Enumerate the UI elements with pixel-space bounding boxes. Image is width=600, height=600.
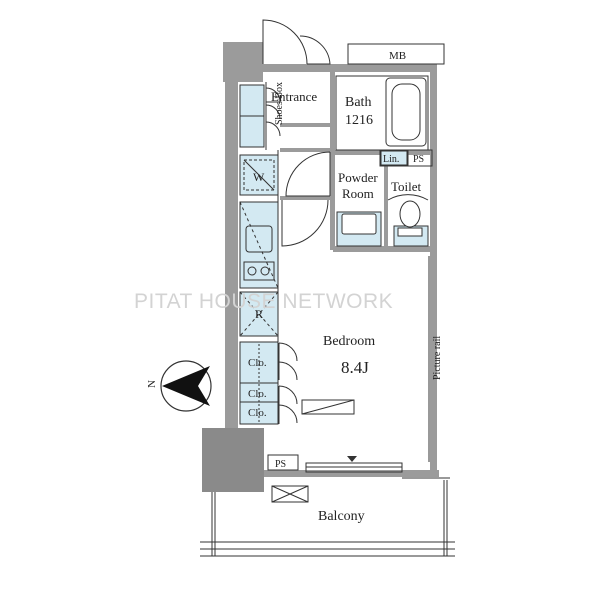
label-ps-bottom: PS [275,459,286,470]
fixture-labels: Shoes Box W R Clo. Clo. Clo. Lin. PS PS … [248,50,443,470]
compass-needle [162,366,210,386]
label-refrigerator: R [255,307,263,321]
wall-top [333,64,433,72]
sink-basin [245,225,273,253]
wall-left-column [223,42,263,82]
compass-needle-tail [162,386,210,406]
label-ps-top: PS [413,154,424,165]
bedroom-door-swing [281,199,329,247]
mb-box [347,43,445,65]
ps-box-bottom [267,454,299,471]
doors [262,19,429,424]
label-washer: W [253,170,265,184]
closet-door-swing-4 [278,404,298,424]
powder-door-swing [285,151,331,197]
label-linen: Lin. [383,154,399,165]
wall-wet-left [330,72,335,250]
wall-pier [202,428,264,492]
shoes-door-swing-2 [265,104,281,120]
kitchen-dash-1 [239,201,279,289]
label-bedroom-size: 8.4J [341,358,369,377]
ps-fill-top [380,150,408,166]
label-bedroom: Bedroom [323,334,375,349]
label-entrance: Entrance [271,89,317,104]
entrance-door-swing [262,19,308,65]
window-marker [347,456,357,462]
bathtub-inner [391,83,421,141]
closet-door-swing-1 [278,342,298,380]
shoes-door-swing-1 [265,87,281,103]
washer-diag-1 [243,159,275,191]
washer-pan [243,159,275,191]
stove [243,261,275,281]
label-closet-3: Clo. [248,407,267,419]
burner-2 [260,266,270,276]
label-meter-box: MB [389,50,406,62]
wall-top-left [263,64,333,72]
wall-toilet-divider [384,155,388,248]
fridge-diag-1 [239,291,279,337]
balcony-vent-x2 [271,485,309,503]
wall-wet-bottom [333,246,433,252]
closet-door-swing-2 [278,361,298,381]
label-picture-rail: Picture rail [432,336,443,380]
wall-powder-entry [280,196,332,200]
label-powder-room-1: Powder [338,170,378,185]
room-labels: Entrance Bath 1216 Powder Room Toilet Be… [271,89,422,524]
walls [202,42,439,492]
compass-ring [160,360,212,412]
watermark: PITAT HOUSE NETWORK [134,290,393,313]
shoes-door-swing-3 [265,121,281,137]
label-closet-2: Clo. [248,388,267,400]
wall-right [430,64,437,474]
bathtub [385,77,427,147]
wall-left [225,82,238,430]
label-balcony: Balcony [318,509,365,524]
wall-bottom [264,470,439,477]
label-powder-room-2: Room [342,186,374,201]
burner-1 [247,266,257,276]
compass: N [146,360,212,412]
toilet-bowl [399,200,421,228]
label-bath: Bath [345,95,371,110]
powder-sink [341,213,377,235]
wall-entrance-bottom [280,123,330,127]
label-shoes-box: Shoes Box [274,82,285,125]
compass-north-label: N [146,380,158,388]
bedroom-unit-diag [301,399,355,415]
label-bath-size: 1216 [345,113,373,128]
fridge-diag-2 [239,291,279,337]
entrance-door-swing-2 [299,35,331,65]
bath-wall-lines [335,75,429,151]
fixture-details [239,75,429,422]
bedroom-unit [301,399,355,415]
balcony-vent [271,485,309,503]
toilet-door-swing [387,194,429,201]
wall-kitchen-top [280,148,330,152]
label-closet-1: Clo. [248,357,267,369]
label-toilet: Toilet [391,179,422,194]
toilet-tank [397,227,423,237]
interior-lines [200,43,455,557]
